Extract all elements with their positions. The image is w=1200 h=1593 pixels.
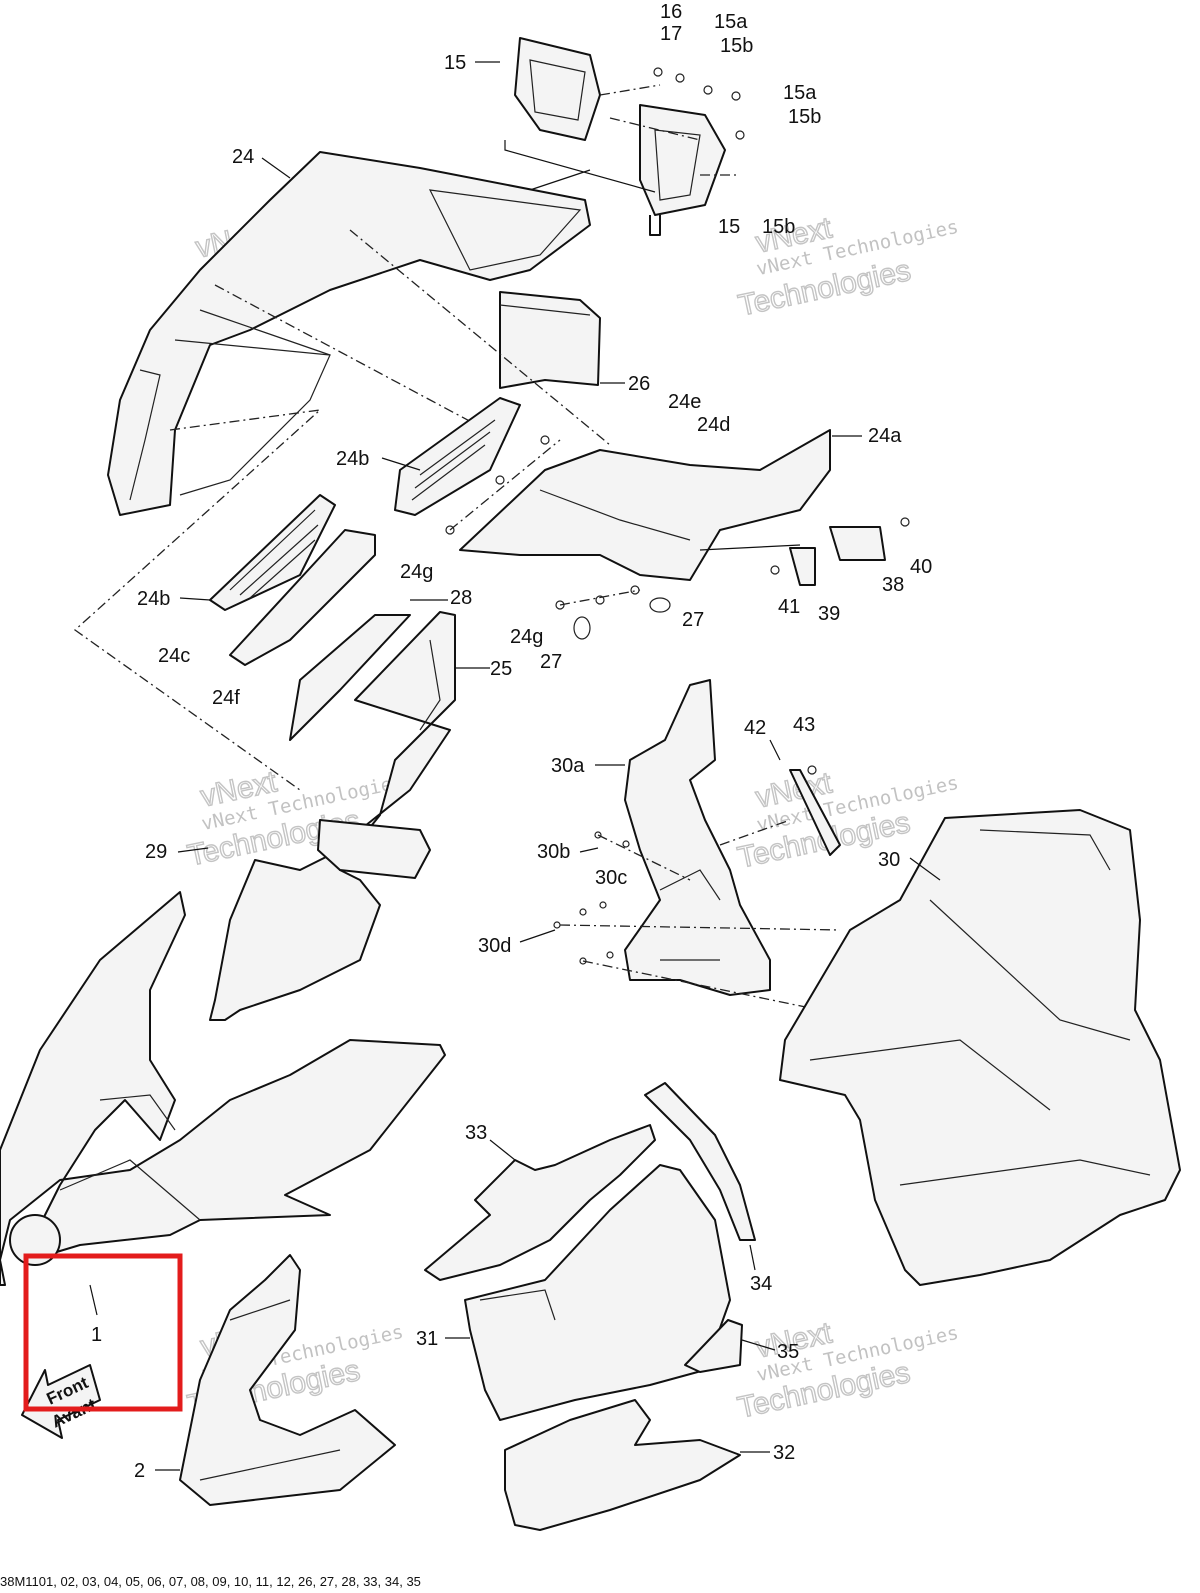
callout-38: 38 [882, 574, 904, 596]
callout-24d: 24d [697, 414, 730, 436]
callout-30b: 30b [537, 841, 570, 863]
callout-15b-b: 15b [788, 106, 821, 128]
callout-39: 39 [818, 603, 840, 625]
callout-40: 40 [910, 556, 932, 578]
callout-25: 25 [490, 658, 512, 680]
part-38-39-clip [770, 517, 910, 586]
part-24b-upper-grille [381, 397, 521, 516]
callout-24g-lower: 24g [510, 626, 543, 648]
callout-32: 32 [773, 1442, 795, 1464]
callout-29: 29 [145, 841, 167, 863]
callout-26: 26 [628, 373, 650, 395]
part-25-28-side-panel [177, 599, 490, 1021]
callout-35: 35 [777, 1341, 799, 1363]
callout-15a-b: 15a [783, 82, 817, 104]
callout-17: 17 [660, 23, 682, 45]
callout-31: 31 [416, 1328, 438, 1350]
callout-43: 43 [793, 714, 815, 736]
callout-labels: 16 17 15a 15b 15a 15b 15 24 15 15b 26 24… [91, 1, 932, 1482]
part-26-panel [499, 291, 625, 389]
highlight-box-part-1[interactable] [23, 1253, 183, 1412]
callout-15: 15 [444, 52, 466, 74]
part-35-trim [684, 1319, 776, 1373]
fasteners-24g-27 [445, 435, 671, 640]
callout-24e: 24e [668, 391, 701, 413]
callout-24: 24 [232, 146, 254, 168]
callout-15b-c: 15b [762, 216, 795, 238]
callout-41: 41 [778, 596, 800, 618]
callout-24b-upper: 24b [336, 448, 369, 470]
leader-part-1 [89, 1284, 98, 1316]
callout-15a-a: 15a [714, 11, 748, 33]
part-2-lower-nose [155, 1254, 396, 1506]
callout-24a: 24a [868, 425, 902, 447]
callout-24g-upper: 24g [400, 561, 433, 583]
part-30-side-fairing [779, 809, 1181, 1286]
callout-15b-a: 15b [720, 35, 753, 57]
part-1-nose-fairing [0, 891, 446, 1286]
callout-28: 28 [450, 587, 472, 609]
watermark-bottom-right: vNext vNext Technologies Technologies [734, 1316, 960, 1426]
part-24b-lower-grille [179, 494, 376, 666]
watermark-top-right: vNext vNext Technologies Technologies [735, 211, 961, 324]
front-direction-arrow: Front Avant [21, 1364, 101, 1439]
part-24-upper-fairing [107, 151, 591, 516]
callout-24f: 24f [212, 687, 240, 709]
part-15-headlight [475, 37, 745, 236]
assembly-line-1 [73, 229, 611, 791]
callout-30: 30 [878, 849, 900, 871]
callout-30c: 30c [595, 867, 627, 889]
callout-34: 34 [750, 1273, 772, 1295]
callout-33: 33 [465, 1122, 487, 1144]
part-30a-bracket [595, 679, 841, 996]
callout-27-b: 27 [540, 651, 562, 673]
callout-1: 1 [91, 1324, 102, 1346]
part-33-panel [424, 1124, 656, 1281]
part-34-strip [644, 1082, 756, 1271]
callout-30d: 30d [478, 935, 511, 957]
part-24a-bracket [459, 429, 862, 581]
callout-15-arrow: 15 [718, 216, 740, 238]
part-32-panel [504, 1399, 770, 1531]
callout-2: 2 [134, 1460, 145, 1482]
callout-42: 42 [744, 717, 766, 739]
callout-24b-lower: 24b [137, 588, 170, 610]
callout-30a: 30a [551, 755, 585, 777]
footer-drawing-code: 38M1101, 02, 03, 04, 05, 06, 07, 08, 09,… [0, 1574, 421, 1589]
callout-24c: 24c [158, 645, 190, 667]
fasteners-30b-30c-30d [519, 831, 841, 1011]
callout-16: 16 [660, 1, 682, 23]
callout-27-a: 27 [682, 609, 704, 631]
